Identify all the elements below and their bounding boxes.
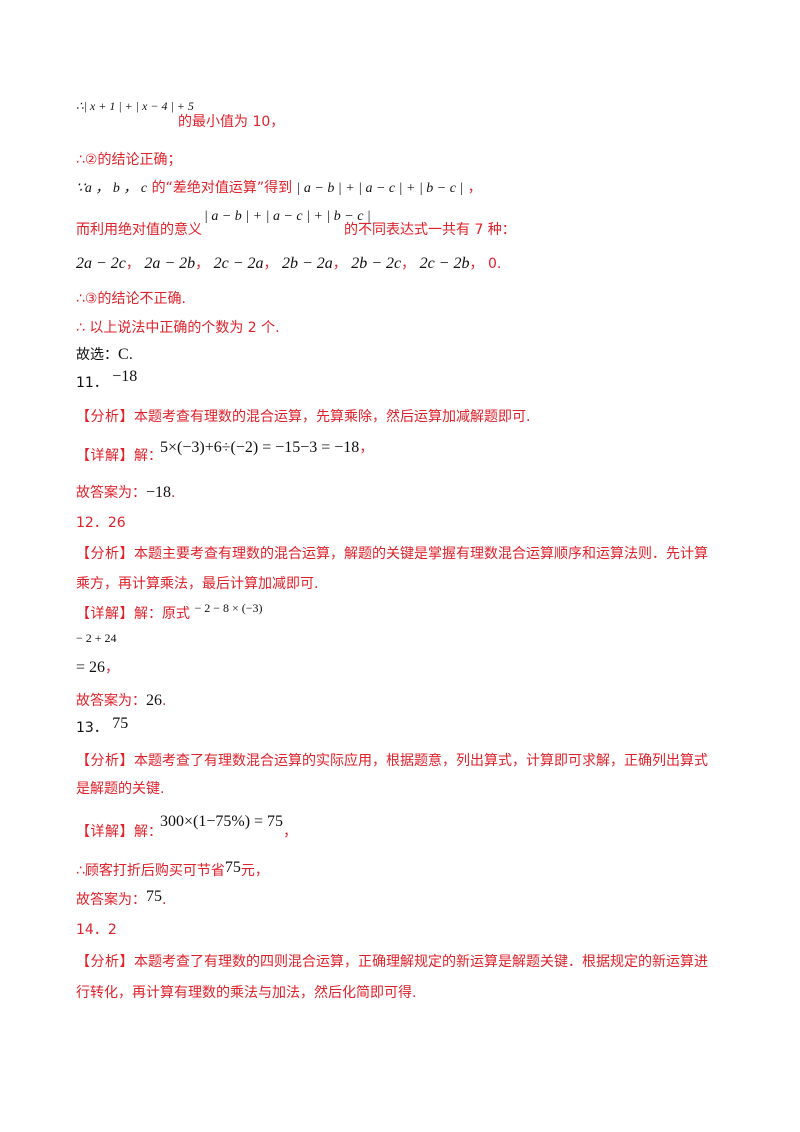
analysis-text: 本题主要考查有理数的混合运算，解题的关键是掌握有理数混合运算顺序和运算法则．先计…	[134, 546, 708, 562]
q13-answer: 75	[112, 715, 129, 732]
q12-step1: − 2 + 24	[76, 631, 117, 645]
choice-answer: C	[118, 346, 129, 363]
q13-expr-wrap: 300×(1−75%) = 75，	[160, 812, 297, 840]
detail-prefix: 解：原式	[134, 606, 190, 622]
expr-item: 2c − 2a	[213, 255, 264, 272]
expr-zero: 0.	[487, 256, 502, 272]
final-label: 故答案为：	[76, 892, 146, 908]
q11-detail: 【详解】解：	[76, 446, 162, 466]
analysis-text: 本题考查有理数的混合运算，先算乘除，然后运算加减解题即可.	[134, 409, 531, 425]
q12-final: 故答案为：26.	[76, 691, 166, 711]
q11-header: 11． −18	[76, 368, 137, 393]
analysis-tag: 【分析】	[76, 409, 134, 425]
period: .	[162, 693, 167, 709]
q13-header: 13． 75	[76, 715, 129, 738]
q12-analysis-2: 乘方，再计算乘法，最后计算加减即可.	[76, 576, 319, 592]
final-label: 故答案为：	[76, 485, 146, 501]
q11-expression: 5×(−3)+6÷(−2) = −15−3 = −18	[160, 439, 360, 456]
q14-analysis-1: 【分析】本题考查了有理数的四则混合运算，正确理解规定的新运算是解题关键．根据规定…	[76, 952, 708, 972]
analysis-text: 本题考查了有理数的四则混合运算，正确理解规定的新运算是解题关键．根据规定的新运算…	[134, 954, 708, 970]
analysis-text: 本题考查了有理数混合运算的实际应用，根据题意，列出算式，计算即可求解，正确列出算…	[134, 753, 708, 769]
q14-header: 14．2	[76, 920, 117, 940]
abs-expression: ∴| x + 1 | + | x − 4 | + 5	[76, 99, 194, 113]
final-answer: −18	[146, 484, 172, 501]
unit-text: 元，	[240, 863, 269, 879]
period: .	[128, 347, 134, 363]
q13-expression: 300×(1−75%) = 75	[160, 813, 284, 830]
q12-expression: − 2 − 8 × (−3)	[194, 601, 263, 615]
conclusion-3: ∴③的结论不正确.	[76, 291, 186, 307]
expr-line: ∴| x + 1 | + | x − 4 | + 5	[76, 96, 194, 116]
diff-abs-line: ∵a ， b ， c 的“差绝对值运算”得到 | a − b | + | a −…	[76, 178, 482, 199]
abs-meaning-text: 而利用绝对值的意义	[76, 222, 202, 238]
analysis-tag: 【分析】	[76, 954, 134, 970]
diff-abs-expr: | a − b | + | a − c | + | b − c |	[296, 181, 464, 196]
final-answer: 26	[146, 692, 162, 709]
comma: ，	[359, 440, 374, 456]
detail-tag: 【详解】	[76, 448, 134, 464]
expr-item: 2b − 2c	[351, 255, 402, 272]
expr-item: 2a − 2c	[76, 255, 126, 272]
detail-tag: 【详解】	[76, 606, 134, 622]
choice-label: 故选：	[76, 347, 118, 363]
q12-step2: = 26	[76, 659, 106, 676]
diff-abs-text: 的“差绝对值运算”得到	[151, 180, 293, 196]
q14-number: 14．	[76, 922, 108, 938]
comma: ，	[105, 660, 120, 676]
q11-expr-wrap: 5×(−3)+6÷(−2) = −15−3 = −18，	[160, 438, 373, 458]
expr-item: 2b − 2a	[281, 255, 333, 272]
period: .	[162, 892, 167, 908]
vars-abc: ∵a ， b ， c	[76, 181, 148, 196]
period: .	[171, 485, 176, 501]
q11-answer: −18	[112, 368, 138, 385]
expression-list: 2a − 2c， 2a − 2b， 2c − 2a， 2b − 2a， 2b −…	[76, 255, 502, 272]
q11-analysis: 【分析】本题考查有理数的混合运算，先算乘除，然后运算加减解题即可.	[76, 407, 530, 427]
min-value-text: 的最小值为 10，	[178, 114, 285, 130]
q13-final: 故答案为：75.	[76, 888, 167, 910]
correct-count: ∴ 以上说法中正确的个数为 2 个.	[76, 320, 280, 336]
q12-step2-wrap: = 26，	[76, 658, 119, 678]
abs-meaning-expr: | a − b | + | a − c | + | b − c |	[204, 206, 371, 227]
q13-conclusion: ∴顾客打折后购买可节省75元，	[76, 859, 269, 881]
detail-prefix: 解：	[134, 448, 162, 464]
q11-final: 故答案为：−18.	[76, 483, 175, 503]
final-answer: 75	[146, 888, 162, 905]
expr-item: 2c − 2b	[419, 255, 470, 272]
comma: ，	[283, 824, 298, 840]
conclusion-text: ∴顾客打折后购买可节省	[76, 863, 225, 879]
choice-line: 故选：C.	[76, 345, 133, 365]
q12-number: 12．	[76, 515, 108, 531]
saved-amount: 75	[224, 859, 241, 876]
q12-detail: 【详解】解：原式 − 2 − 8 × (−3)	[76, 601, 263, 624]
detail-tag: 【详解】	[76, 824, 134, 840]
q13-detail: 【详解】解：	[76, 822, 162, 842]
q13-number: 13．	[76, 720, 108, 736]
q13-analysis-2: 是解题的关键.	[76, 781, 165, 797]
q12-step1-wrap: − 2 + 24	[76, 628, 117, 648]
q12-answer: 26	[107, 515, 126, 531]
expression-count-text: 的不同表达式一共有 7 种：	[344, 222, 516, 238]
conclusion-2: ∴②的结论正确；	[76, 152, 182, 168]
q11-number: 11．	[76, 375, 108, 391]
q13-analysis-1: 【分析】本题考查了有理数混合运算的实际应用，根据题意，列出算式，计算即可求解，正…	[76, 751, 708, 771]
q12-analysis-1: 【分析】本题主要考查有理数的混合运算，解题的关键是掌握有理数混合运算顺序和运算法…	[76, 544, 708, 564]
abs-sum-expr: | a − b | + | a − c | + | b − c |	[204, 209, 371, 224]
q14-analysis-2: 行转化，再计算有理数的乘法与加法，然后化简即可得.	[76, 985, 417, 1001]
detail-prefix: 解：	[134, 824, 162, 840]
analysis-tag: 【分析】	[76, 546, 134, 562]
q14-answer: 2	[107, 922, 117, 938]
expr-item: 2a − 2b	[144, 255, 196, 272]
final-label: 故答案为：	[76, 693, 146, 709]
comma: ，	[467, 180, 482, 196]
q12-header: 12．26	[76, 513, 126, 533]
analysis-tag: 【分析】	[76, 753, 134, 769]
